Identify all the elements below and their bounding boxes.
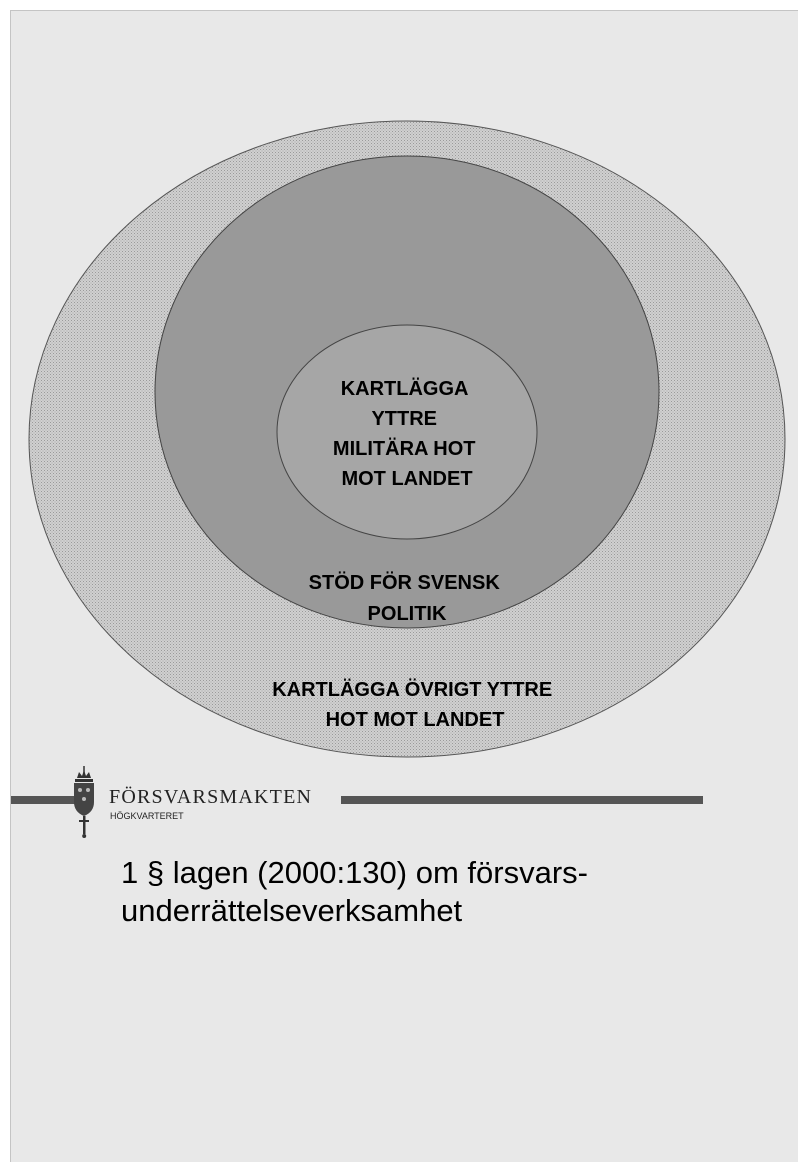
inner-circle-label: KARTLÄGGA YTTRE MILITÄRA HOT MOT LANDET (333, 377, 481, 490)
org-name: FÖRSVARSMAKTEN (109, 786, 313, 808)
middle-label-line: POLITIK (368, 603, 447, 625)
footer-bar-right (341, 796, 703, 804)
footer-bar-left (11, 796, 77, 804)
law-caption: 1 § lagen (2000:130) om försvars- underr… (121, 854, 761, 930)
inner-circle (276, 324, 538, 540)
three-crowns-sword-emblem-icon (74, 766, 94, 838)
caption-line: underrättelseverksamhet (121, 893, 463, 928)
middle-ring-label: STÖD FÖR SVENSK POLITIK (309, 571, 506, 625)
org-unit: HÖGKVARTERET (110, 811, 184, 821)
concentric-circles-diagram: KARTLÄGGA YTTRE MILITÄRA HOT MOT LANDET … (28, 120, 786, 758)
outer-label-line: KARTLÄGGA ÖVRIGT YTTRE (272, 678, 552, 701)
caption-line: 1 § lagen (2000:130) om försvars- (121, 855, 588, 890)
inner-label-line: MILITÄRA HOT (333, 437, 476, 460)
outer-ring-label: KARTLÄGGA ÖVRIGT YTTRE HOT MOT LANDET (272, 678, 558, 731)
middle-label-line: STÖD FÖR SVENSK (309, 571, 501, 594)
slide-page: KARTLÄGGA YTTRE MILITÄRA HOT MOT LANDET … (10, 10, 798, 1162)
inner-label-line: KARTLÄGGA (341, 377, 468, 400)
inner-label-line: MOT LANDET (341, 468, 472, 490)
inner-label-line: YTTRE (371, 408, 437, 430)
outer-label-line: HOT MOT LANDET (326, 709, 505, 731)
